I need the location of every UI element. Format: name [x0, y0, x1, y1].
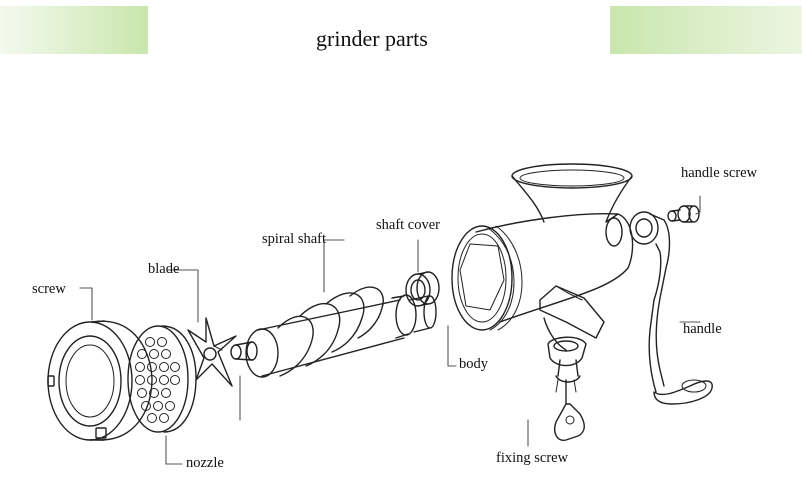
- diagram-title: grinder parts: [316, 26, 428, 51]
- label-blade: blade: [148, 261, 180, 277]
- label-handle-screw: handle screw: [681, 165, 758, 181]
- leader-lines: [79, 195, 701, 465]
- nozzle-plate-part: [127, 325, 197, 433]
- banner-right: [610, 6, 802, 54]
- banner-left: [0, 6, 148, 54]
- label-handle: handle: [683, 321, 722, 337]
- spiral-shaft-part: [230, 286, 437, 378]
- leader-nozzle: [165, 435, 183, 465]
- label-body: body: [459, 356, 488, 372]
- screw-ring-part: [47, 320, 153, 441]
- blade-part: [187, 317, 237, 387]
- leader-body: [447, 325, 457, 367]
- label-nozzle: nozzle: [186, 455, 224, 471]
- grinder-body-part: [451, 163, 634, 351]
- leader-blade: [167, 269, 199, 323]
- handle-part: [629, 211, 713, 405]
- shaft-cover-part: [405, 271, 440, 307]
- label-screw: screw: [32, 281, 66, 297]
- handle-screw-part: [667, 205, 700, 223]
- label-fixing-screw: fixing screw: [496, 450, 569, 466]
- leader-spiral-shaft: [323, 239, 345, 293]
- fixing-screw-part: [547, 336, 587, 441]
- leader-screw: [79, 287, 93, 321]
- label-spiral-shaft: spiral shaft: [262, 231, 327, 247]
- leader-handle-screw: [695, 195, 701, 215]
- label-shaft-cover: shaft cover: [376, 217, 441, 233]
